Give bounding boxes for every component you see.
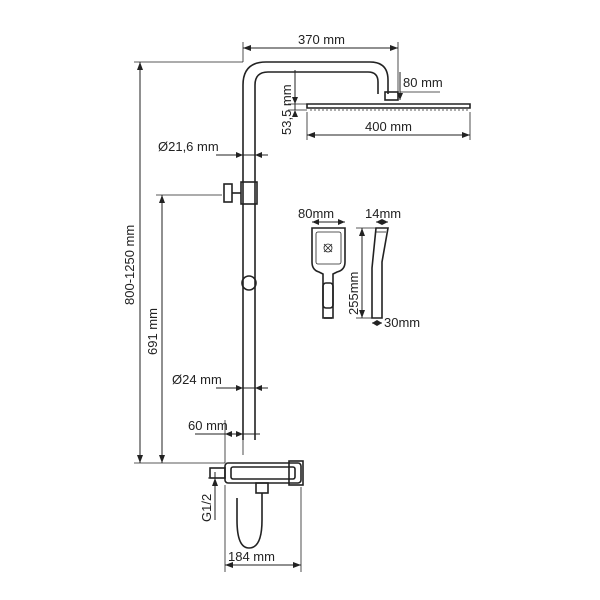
- label-slider-height: 691 mm: [145, 308, 160, 355]
- label-arm-length: 370 mm: [298, 32, 345, 47]
- label-mixer-width: 184 mm: [228, 549, 275, 564]
- label-total-height: 800-1250 mm: [122, 225, 137, 305]
- hand-shower-detail: [311, 219, 389, 326]
- label-head-height: 53,5 mm: [279, 84, 294, 135]
- label-lower-pipe-dia: Ø24 mm: [172, 372, 222, 387]
- shower-hose: [236, 493, 263, 549]
- label-head-width: 400 mm: [365, 119, 412, 134]
- dimension-labels: 370 mm 80 mm 53,5 mm 400 mm Ø21,6 mm 800…: [122, 32, 443, 564]
- hand-shower-front: [311, 227, 346, 319]
- label-hand-thickness: 14mm: [365, 206, 401, 221]
- label-upper-pipe-dia: Ø21,6 mm: [158, 139, 219, 154]
- hand-shower-holder: [241, 275, 257, 291]
- label-handle-width: 30mm: [384, 315, 420, 330]
- slider-knob: [223, 181, 258, 205]
- label-wall-offset: 60 mm: [188, 418, 228, 433]
- label-hand-width: 80mm: [298, 206, 334, 221]
- label-hand-length: 255mm: [346, 272, 361, 315]
- dimension-lines: [134, 42, 471, 572]
- label-arm-drop: 80 mm: [403, 75, 443, 90]
- rain-shower-head: [306, 103, 471, 111]
- hand-shower-side: [371, 227, 389, 319]
- shower-column: [209, 61, 471, 549]
- spray-face-icon: [323, 243, 333, 253]
- label-inlet-thread: G1/2: [199, 494, 214, 522]
- thermostat-mixer: [209, 460, 304, 494]
